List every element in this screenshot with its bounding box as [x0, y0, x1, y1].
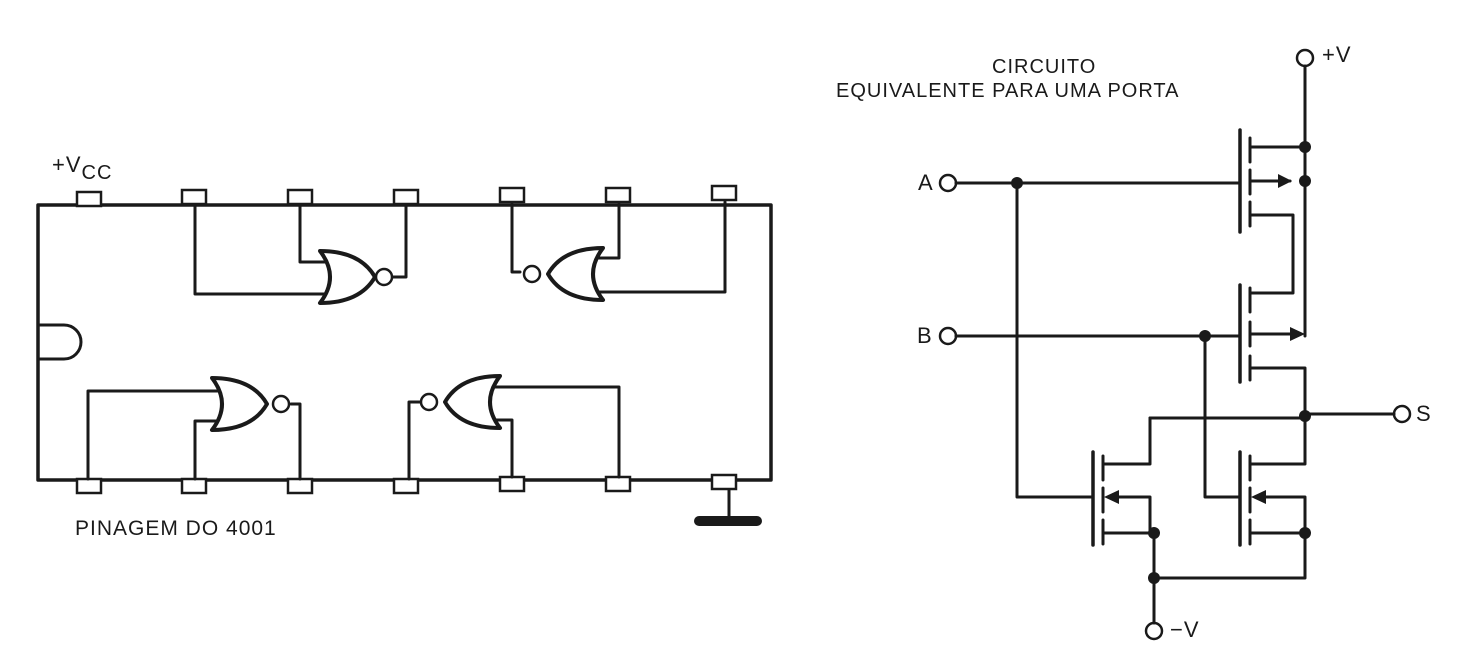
gate4-bubble: [419, 392, 439, 412]
pmos-b-drain: [1248, 366, 1307, 416]
pin-10: [498, 186, 526, 204]
vcc-label-subscript: CC: [81, 162, 113, 184]
gate1-bubble: [374, 267, 394, 287]
gate4-input-wire-b: [492, 418, 514, 479]
node-a: [1011, 177, 1023, 189]
node-pa-body: [1299, 175, 1311, 187]
input-a-terminal: [938, 173, 958, 193]
supply-positive-terminal: [1295, 48, 1315, 68]
gate1-input-wire-a: [193, 204, 332, 296]
input-a-branch: [1015, 181, 1095, 499]
supply-positive-label: +V: [1322, 42, 1352, 67]
nor-gate-4: [407, 374, 621, 481]
gate1-body: [318, 249, 377, 305]
nmos-b-arrow-icon: [1251, 490, 1266, 504]
top-pin-row: [75, 184, 738, 208]
input-b-terminal: [938, 326, 958, 346]
input-b-branch: [1203, 334, 1242, 499]
gate1-input-wire-b: [298, 204, 332, 264]
pmos-b-arrow-icon: [1290, 327, 1305, 341]
pinout-caption: PINAGEM DO 4001: [75, 517, 277, 540]
nmos-transistor-a: [1091, 416, 1160, 547]
negative-return: [1152, 531, 1307, 580]
pmos-a-arrow-icon: [1278, 174, 1292, 188]
pin-9: [604, 186, 632, 204]
ground-symbol-icon: [694, 516, 762, 526]
gate3-input-wire-a: [86, 389, 224, 481]
gate4-body: [443, 374, 502, 430]
nmos-a-body: [1116, 495, 1152, 535]
node-output: [1299, 410, 1311, 422]
nmos-a-arrow-icon: [1104, 490, 1119, 504]
pin-6: [604, 475, 632, 493]
vcc-label-prefix: +V: [52, 152, 82, 177]
pin-11: [392, 188, 420, 206]
gate3-body: [210, 376, 269, 432]
nmos-transistor-b: [1238, 416, 1311, 547]
pin-13: [180, 188, 208, 206]
nmos-a-drain: [1101, 416, 1152, 466]
gate3-bubble: [271, 394, 291, 414]
output-line: [1148, 412, 1396, 462]
supply-negative-label: −V: [1170, 617, 1200, 642]
pin-8: [710, 184, 738, 202]
input-b-label: B: [917, 323, 933, 348]
supply-negative-terminal: [1144, 621, 1164, 641]
gate2-body: [546, 246, 605, 302]
output-s-terminal: [1392, 404, 1412, 424]
pin-12: [286, 188, 314, 206]
ic-notch: [38, 323, 83, 361]
pin-14: [75, 190, 103, 208]
gate3-input-wire-b: [193, 419, 224, 481]
pmos-a-drain: [1248, 213, 1295, 295]
pin-2: [180, 477, 208, 495]
gate2-output-wire: [510, 202, 522, 274]
input-a-label: A: [918, 170, 934, 195]
node-b: [1199, 330, 1211, 342]
bottom-pin-row: [75, 473, 738, 495]
pin-4: [392, 477, 420, 495]
pin-7: [710, 473, 738, 491]
pmos-transistor-b: [1238, 283, 1307, 416]
gate4-input-wire-a: [492, 385, 621, 479]
nor-gate-2: [510, 200, 727, 302]
gate4-output-wire: [407, 400, 422, 481]
pin-5: [498, 475, 526, 493]
gate2-bubble: [522, 264, 542, 284]
nmos-b-drain: [1248, 416, 1307, 466]
nmos-b-body: [1263, 495, 1307, 535]
nor-gate-1: [193, 204, 408, 305]
gate2-input-wire-a: [585, 200, 727, 294]
equivalent-title-line2: EQUIVALENTE PARA UMA PORTA: [836, 80, 1180, 102]
nor-gate-3: [86, 376, 302, 481]
node-pa-source: [1299, 141, 1311, 153]
pin-3: [286, 477, 314, 495]
gate3-output-wire: [289, 402, 302, 481]
output-s-label: S: [1416, 401, 1432, 426]
equivalent-title-line1: CIRCUITO: [992, 56, 1097, 78]
node-negative: [1148, 572, 1160, 584]
pmos-transistor-a: [1238, 128, 1311, 295]
pin-1: [75, 477, 103, 495]
gate1-output-wire: [390, 204, 408, 279]
vcc-label: +VCC: [52, 152, 112, 184]
